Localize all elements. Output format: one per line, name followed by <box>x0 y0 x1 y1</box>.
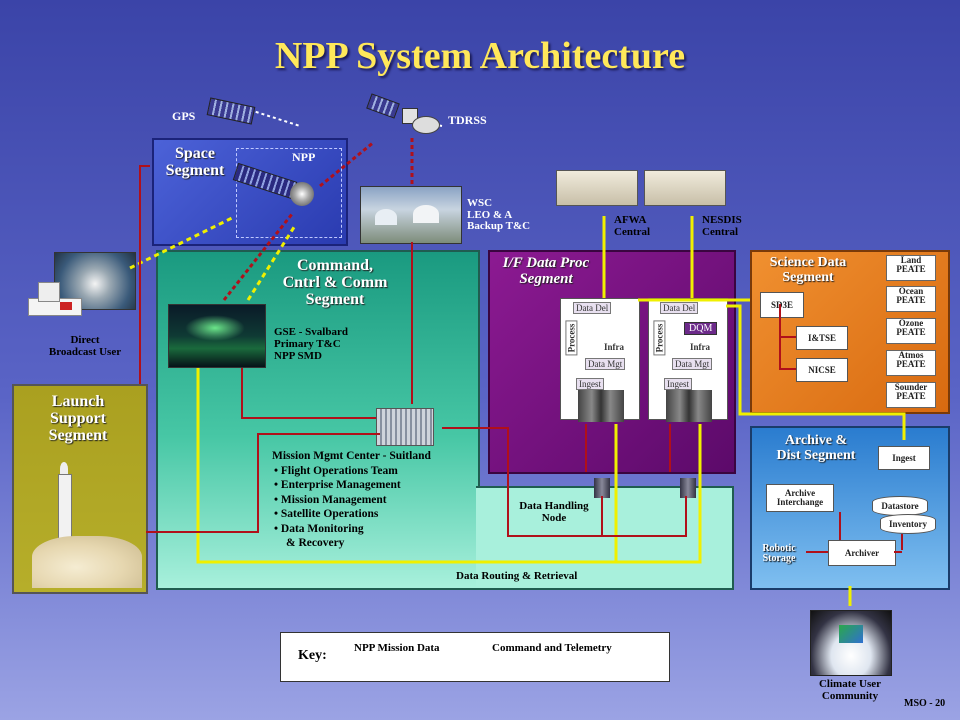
mmc-item: & Recovery <box>286 536 345 549</box>
key-label: Key: <box>298 648 327 663</box>
legend-key <box>280 632 670 682</box>
archiver-box[interactable]: Archiver <box>828 540 896 566</box>
npp-label: NPP <box>292 150 316 164</box>
mmc-item: • Mission Management <box>274 493 387 506</box>
dhn-left-icon <box>594 478 610 498</box>
archive-ingest-box[interactable]: Ingest <box>878 446 930 470</box>
page-id: MSO - 20 <box>904 698 946 709</box>
page-title: NPP System Architecture <box>274 35 686 77</box>
itse-box[interactable]: I&TSE <box>796 326 848 350</box>
wsc-photo <box>360 186 462 244</box>
mmc-item: • Satellite Operations <box>274 508 379 521</box>
right-data-del: Data Del <box>660 302 699 314</box>
mmc-building-icon <box>376 404 442 446</box>
launch-smoke <box>32 536 142 588</box>
tdrss-label: TDRSS <box>448 113 487 127</box>
npp-satellite-icon <box>232 162 326 212</box>
mmc-item: • Enterprise Management <box>274 479 401 492</box>
archive-label: Archive &Dist Segment <box>776 433 856 463</box>
sd3e-box[interactable]: SD3E <box>760 292 804 318</box>
dhn-right-icon <box>680 478 696 498</box>
datastore-cylinder[interactable]: Datastore <box>872 496 928 516</box>
ship-icon <box>22 268 82 320</box>
inventory-cylinder[interactable]: Inventory <box>880 514 936 534</box>
mmc-list: • Flight Operations Team • Enterprise Ma… <box>274 464 401 550</box>
afwa-icon <box>556 170 638 206</box>
mmc-item: • Data Monitoring <box>274 522 364 535</box>
left-infra: Infra <box>604 342 624 352</box>
mmc-title: Mission Mgmt Center - Suitland <box>272 450 431 462</box>
mmc-item: • Flight Operations Team <box>274 465 398 477</box>
rocket-icon <box>54 462 74 558</box>
nesdis-icon <box>644 170 726 206</box>
left-data-del: Data Del <box>573 302 612 314</box>
left-server-icon <box>578 390 624 422</box>
data-routing-label: Data Routing & Retrieval <box>456 570 578 582</box>
left-data-mgt: Data Mgt <box>585 358 626 370</box>
right-infra: Infra <box>690 342 710 352</box>
left-ingest: Ingest <box>576 378 604 390</box>
right-server-icon <box>666 390 712 422</box>
gps-satellite-icon <box>206 97 256 125</box>
gps-label: GPS <box>172 109 196 123</box>
key-mission-data: NPP Mission Data <box>354 642 440 654</box>
right-dqm: DQM <box>684 322 718 335</box>
key-command-telemetry: Command and Telemetry <box>492 642 612 654</box>
right-process: Process <box>653 320 666 356</box>
right-data-mgt: Data Mgt <box>672 358 713 370</box>
climate-user-icon <box>810 610 892 676</box>
svalbard-photo <box>168 304 266 368</box>
right-ingest: Ingest <box>664 378 692 390</box>
tdrss-satellite-icon <box>366 92 440 136</box>
left-process: Process <box>565 320 578 356</box>
nicse-box[interactable]: NICSE <box>796 358 848 382</box>
